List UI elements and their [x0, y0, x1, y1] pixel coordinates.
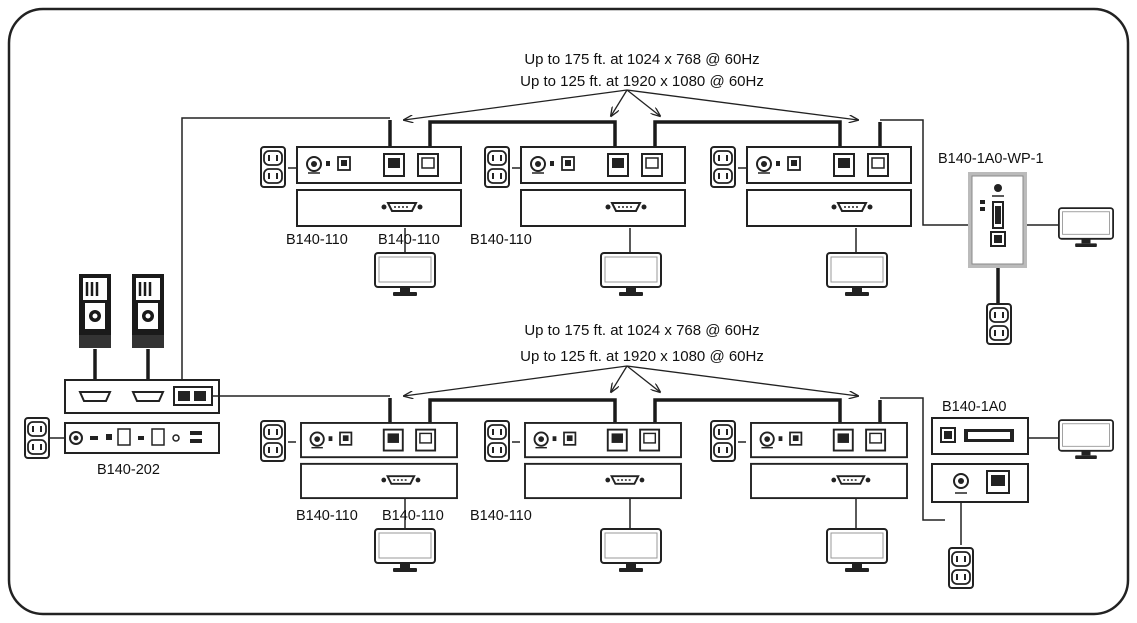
top-outlet-3 [710, 146, 736, 188]
top-outlet-2 [484, 146, 510, 188]
pc-tower-1 [78, 273, 112, 349]
bottom-thin-cables [212, 395, 1058, 545]
top-spec-line-1: Up to 175 ft. at 1024 x 768 @ 60Hz [524, 51, 759, 68]
bottom-range-arrows [404, 365, 858, 396]
transmitter-outlet [24, 417, 50, 459]
wallplate-receiver [968, 172, 1027, 268]
wallplate-outlet [986, 303, 1012, 345]
top-receiver-label-2: B140-110 [378, 232, 440, 248]
top-range-arrows [404, 89, 858, 120]
transmitter-label: B140-202 [97, 462, 160, 478]
top-cables [388, 120, 882, 150]
bottom-outlet-3 [710, 420, 736, 462]
bottom-outlet-1 [260, 420, 286, 462]
top-spec-line-2: Up to 125 ft. at 1920 x 1080 @ 60Hz [520, 73, 764, 90]
top-receiver-label-1: B140-110 [286, 232, 348, 248]
wallplate-label: B140-1A0-WP-1 [938, 151, 1044, 167]
endpoint-label: B140-1A0 [942, 399, 1007, 415]
transmitter-section: B140-202 [24, 273, 220, 478]
bottom-spec-line-1: Up to 175 ft. at 1024 x 768 @ 60Hz [524, 322, 759, 339]
bottom-outlet-2 [484, 420, 510, 462]
top-section: Up to 175 ft. at 1024 x 768 @ 60Hz Up to… [181, 51, 1114, 390]
top-outlet-1 [260, 146, 286, 188]
diagram-frame [7, 7, 1130, 616]
bottom-receiver-label-3: B140-110 [470, 508, 532, 524]
transmitter-unit [64, 379, 220, 454]
bottom-receiver-label-1: B140-110 [296, 508, 358, 524]
bottom-spec-line-2: Up to 125 ft. at 1920 x 1080 @ 60Hz [520, 348, 764, 365]
pc-tower-2 [131, 273, 165, 349]
top-receiver-label-3: B140-110 [470, 232, 532, 248]
endpoint-receiver [931, 417, 1029, 503]
bottom-section: Up to 175 ft. at 1024 x 768 @ 60Hz Up to… [212, 322, 1114, 590]
endpoint-outlet [948, 546, 974, 590]
bottom-receiver-label-2: B140-110 [382, 508, 444, 524]
